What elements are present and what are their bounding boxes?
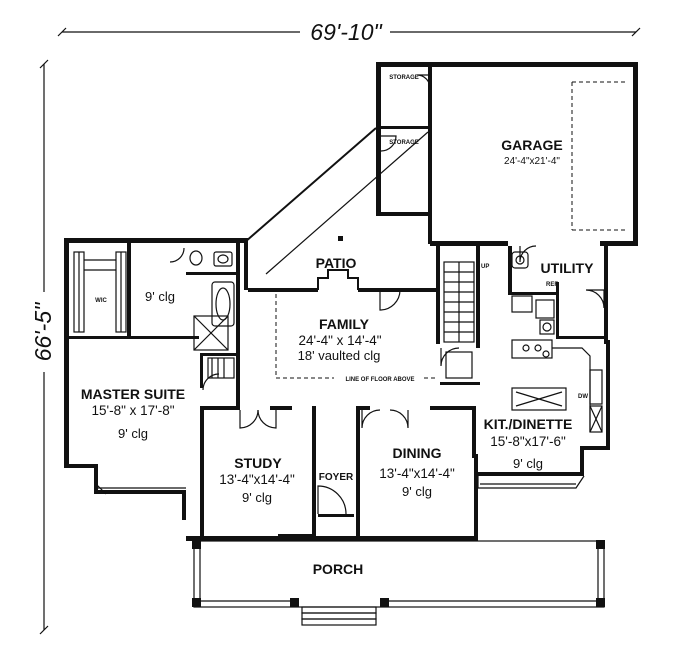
garage-door-outline (571, 81, 628, 231)
bath-ceiling: 9' clg (145, 289, 175, 304)
kitchen-dims: 15'-8"x17'-6" (490, 434, 566, 449)
garage-label: GARAGE (501, 137, 562, 153)
master-suite-dims: 15'-8" x 17'-8" (91, 403, 174, 418)
porch-railing (192, 540, 605, 626)
garage-dims: 24'-4"x21'-4" (504, 156, 560, 167)
study-label: STUDY (234, 455, 282, 471)
overall-width-label: 69'-10" (310, 19, 383, 45)
family-ceiling: 18' vaulted clg (298, 348, 381, 363)
storage-label-2: STORAGE (389, 140, 419, 146)
dining-label: DINING (393, 445, 442, 461)
patio-label: PATIO (316, 255, 357, 271)
staircase (443, 261, 475, 379)
master-suite-ceiling: 9' clg (118, 426, 148, 441)
master-suite-label: MASTER SUITE (81, 386, 185, 402)
dining-ceiling: 9' clg (402, 484, 432, 499)
kitchen-fixtures (511, 251, 603, 433)
interior-walls (69, 243, 606, 540)
refrigerator-label: REF (546, 282, 558, 288)
wic-label: WIC (95, 298, 107, 304)
bay-windows (95, 475, 585, 495)
exterior-walls (64, 62, 638, 541)
overall-depth-label: 66'-5" (30, 301, 56, 361)
floor-line-label: LINE OF FLOOR ABOVE (345, 377, 414, 383)
family-dims: 24'-4" x 14'-4" (298, 333, 381, 348)
utility-label: UTILITY (541, 260, 595, 276)
kitchen-ceiling: 9' clg (513, 456, 543, 471)
dishwasher-label: DW (578, 394, 588, 400)
line-of-floor-above (275, 294, 436, 379)
stair-up-label: UP (481, 264, 489, 270)
dining-dims: 13'-4"x14'-4" (379, 466, 455, 481)
overall-depth-dimension (30, 59, 58, 635)
foyer-label: FOYER (319, 472, 354, 483)
storage-label-1: STORAGE (389, 75, 419, 81)
closet-rods (73, 251, 127, 333)
study-dims: 13'-4"x14'-4" (219, 472, 295, 487)
bath-fixtures (189, 250, 235, 379)
overall-width-dimension (57, 20, 641, 44)
family-label: FAMILY (319, 316, 370, 332)
study-ceiling: 9' clg (242, 490, 272, 505)
porch-label: PORCH (313, 561, 364, 577)
kitchen-label: KIT./DINETTE (484, 416, 573, 432)
